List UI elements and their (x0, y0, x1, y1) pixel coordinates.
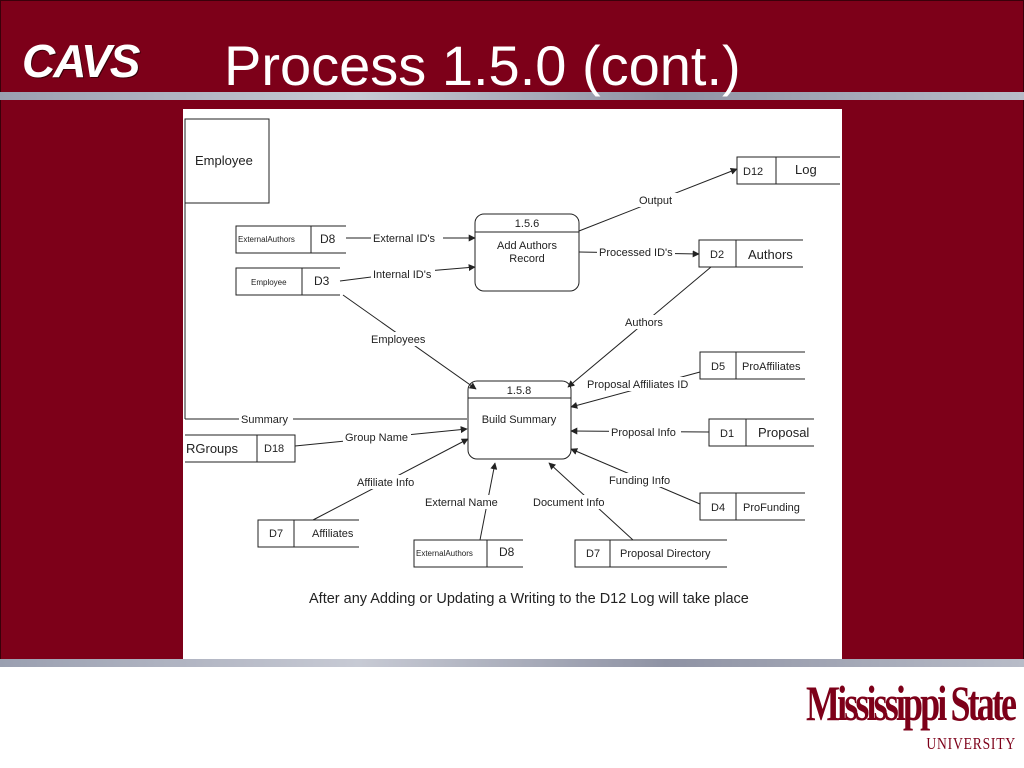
footer-divider (0, 659, 1024, 667)
store-d5-outline (699, 351, 805, 380)
store-d7-directory-id: D7 (586, 548, 600, 560)
flow-group-name-label: Group Name (345, 432, 408, 444)
store-d5-id: D5 (711, 361, 725, 373)
slide-title: Process 1.5.0 (cont.) (224, 34, 741, 97)
flow-employees-label: Employees (371, 334, 426, 346)
mississippi-state-logo: Mississippi State UNIVERSITY (806, 676, 1018, 764)
store-d3-outline (235, 267, 340, 296)
process-1-5-8-name: Build Summary (482, 414, 557, 426)
header-divider (0, 92, 1024, 100)
flow-summary-label: Summary (241, 414, 289, 426)
store-d2-id: D2 (710, 249, 724, 261)
store-d8-top-name: ExternalAuthors (238, 235, 295, 244)
store-d12-id: D12 (743, 166, 763, 178)
msu-logo-wordmark: Mississippi State (806, 675, 1017, 731)
flow-document-info-label: Document Info (533, 497, 605, 509)
store-d4-id: D4 (711, 502, 725, 514)
cavs-logo: CAVS (22, 35, 140, 87)
store-d5-name: ProAffiliates (742, 361, 801, 373)
flow-proposal-info-label: Proposal Info (611, 427, 676, 439)
diagram-note: After any Adding or Updating a Writing t… (309, 591, 749, 607)
process-1-5-8-id: 1.5.8 (507, 385, 531, 397)
store-d7-affiliates-outline (257, 519, 359, 548)
flow-external-ids-label: External ID's (373, 233, 436, 245)
store-d18-id: D18 (264, 443, 284, 455)
store-d8-top-outline (235, 225, 346, 254)
store-d7-directory-name: Proposal Directory (620, 548, 711, 560)
store-d7-affiliates-id: D7 (269, 528, 283, 540)
store-d7-affiliates-name: Affiliates (312, 528, 354, 540)
store-d1-outline (708, 418, 814, 447)
process-1-5-6-name-line1: Add Authors (497, 240, 557, 252)
msu-logo-subtitle: UNIVERSITY (926, 734, 1016, 753)
flow-funding-info-label: Funding Info (609, 475, 670, 487)
store-d3-id: D3 (314, 274, 330, 288)
store-d2-name: Authors (748, 247, 793, 262)
data-flow-diagram: Employee 1.5.6 Add Authors Record 1.5.8 … (183, 109, 842, 659)
process-1-5-8 (467, 380, 572, 460)
flow-affiliate-info-label: Affiliate Info (357, 477, 414, 489)
flow-proposal-affiliates-id-label: Proposal Affiliates ID (587, 379, 688, 391)
employee-entity-box (184, 118, 270, 204)
store-d4-name: ProFunding (743, 502, 800, 514)
store-d8-bottom-outline (413, 539, 523, 568)
store-d18-outline (185, 434, 296, 463)
store-d3-name: Employee (251, 278, 287, 287)
store-d8-bottom-id: D8 (499, 545, 515, 559)
diagram-canvas: Employee 1.5.6 Add Authors Record 1.5.8 … (184, 118, 840, 607)
flow-external-name-label: External Name (425, 497, 498, 509)
employee-entity-label: Employee (195, 153, 253, 168)
store-d12-name: Log (795, 162, 817, 177)
store-d7-directory-outline (574, 539, 727, 568)
store-d8-top-id: D8 (320, 232, 336, 246)
store-d8-bottom-name: ExternalAuthors (416, 549, 473, 558)
process-1-5-6-name-line2: Record (509, 253, 544, 265)
flow-processed-ids-label: Processed ID's (599, 247, 673, 259)
flow-output-label: Output (639, 195, 672, 207)
store-d1-name: Proposal (758, 425, 809, 440)
flow-authors-label: Authors (625, 317, 663, 329)
flow-internal-ids-label: Internal ID's (373, 269, 432, 281)
process-1-5-6-id: 1.5.6 (515, 218, 539, 230)
store-d1-id: D1 (720, 428, 734, 440)
store-d4-outline (699, 492, 805, 521)
store-d18-name: RGroups (186, 441, 239, 456)
